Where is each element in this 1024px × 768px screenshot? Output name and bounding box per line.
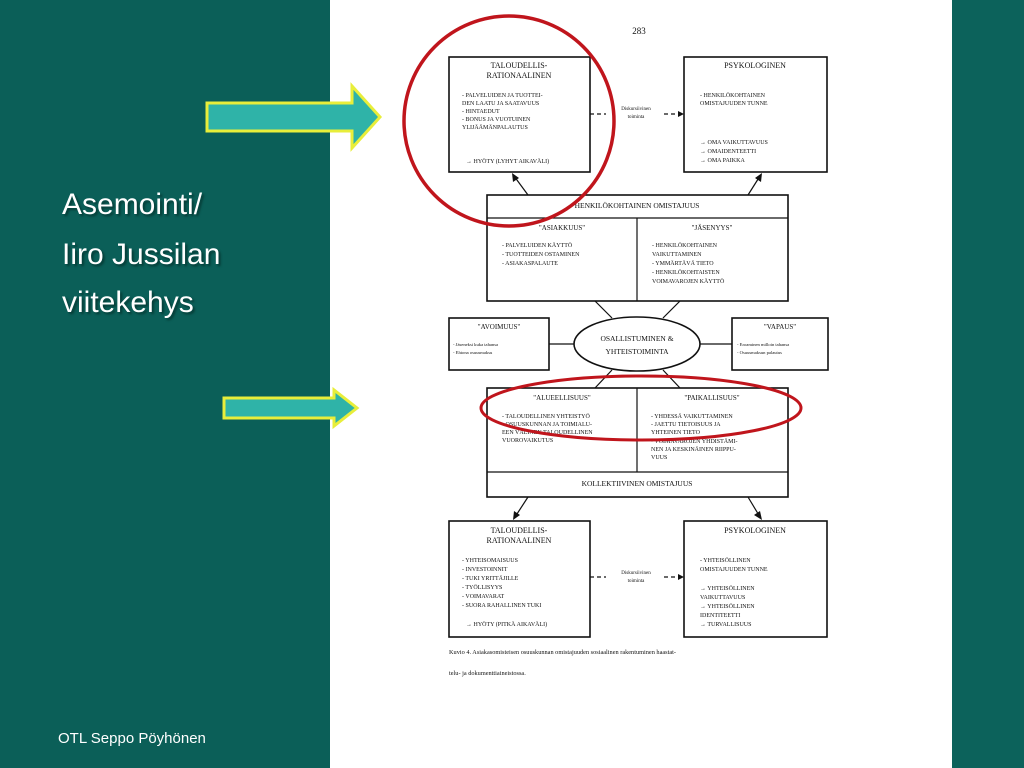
participation-line-1: OSALLISTUMINEN & (600, 334, 673, 343)
top-right-effect: → OMAIDENTEETTI (700, 149, 756, 155)
bottom-left-item: - VOIMAVARAT (462, 594, 505, 600)
membership-title: "JÄSENYYS" (692, 224, 733, 232)
bottom-left-economic-box: TALOUDELLIS- RATIONAALINEN - YHTEISOMAIS… (448, 520, 591, 638)
membership-item: - HENKILÖKOHTAISTEN (652, 269, 720, 276)
locality-item: - YHDESSÄ VAIKUTTAMINEN (651, 413, 733, 420)
membership-item: VAIKUTTAMINEN (652, 252, 702, 258)
bottom-left-title-2: RATIONAALINEN (487, 536, 552, 545)
pointer-arrow-top (205, 82, 383, 152)
bottom-discursive-link: Diskursiivinen toiminta (590, 571, 684, 584)
figure-caption-line-2: telu- ja dokumenttiaineistossa. (449, 670, 526, 677)
collective-ownership-title: KOLLEKTIIVINEN OMISTAJUUS (582, 479, 693, 488)
top-discursive-label-2: toiminta (628, 115, 645, 120)
openness-box: "AVOIMUUS" - Jäseneksi kuka tahansa - Eh… (448, 317, 550, 371)
top-left-item: - HINTAEDUT (462, 109, 500, 115)
slide-footer: OTL Seppo Pöyhönen (58, 730, 206, 747)
bottom-left-item: - TUKI YRITTÄJILLE (462, 575, 519, 582)
collective-ownership-box: "ALUEELLISUUS" - TALOUDELLINEN YHTEISTYÖ… (486, 387, 789, 498)
bottom-right-effect: VAIKUTTAVUUS (700, 595, 745, 601)
bottom-left-item: - YHTEISOMAISUUS (462, 558, 518, 564)
regionality-item: VUOROVAIKUTUS (502, 438, 553, 444)
bottom-right-effect: → YHTEISÖLLINEN (700, 585, 755, 592)
bottom-right-item: - YHTEISÖLLINEN (700, 557, 751, 564)
top-left-item: - PALVELUIDEN JA TUOTTEI- (462, 93, 543, 99)
locality-title: "PAIKALLISUUS" (684, 394, 739, 402)
top-left-item: YLIJÄÄMÄNPALAUTUS (462, 124, 528, 131)
bottom-left-item: - INVESTOINNIT (462, 567, 508, 573)
freedom-item: - Eroaminen milloin tahansa (737, 342, 789, 347)
top-right-item: OMISTAJUUDEN TUNNE (700, 101, 768, 107)
document-page (330, 0, 952, 768)
bottom-left-benefit: → HYÖTY (PITKÄ AIKAVÄLI) (466, 621, 547, 628)
regionality-item: EEN VÄLINEN TALOUDELLINEN (502, 429, 593, 436)
regionality-item: - OSUUSKUNNAN JA TOIMIALU- (502, 422, 592, 428)
locality-item: YHTEINEN TIETO (651, 430, 701, 436)
top-left-title-1: TALOUDELLIS- (491, 61, 548, 70)
membership-item: - YMMÄRTÄVÄ TIETO (652, 260, 714, 267)
customership-item: - ASIAKASPALAUTE (502, 261, 558, 267)
top-left-item: DEN LAATU JA SAATAVUUS (462, 101, 539, 107)
figure-caption-line-1: Kuvio 4. Asiakasomisteisen osuuskunnan o… (449, 649, 676, 656)
slide-title-line-1: Asemointi/ (62, 188, 203, 221)
top-left-economic-box: TALOUDELLIS- RATIONAALINEN - PALVELUIDEN… (448, 56, 591, 173)
bottom-discursive-label-2: toiminta (628, 579, 645, 584)
top-left-item: - BONUS JA VUOTUINEN (462, 117, 531, 123)
participation-ellipse: OSALLISTUMINEN & YHTEISTOIMINTA (573, 316, 701, 372)
openness-item: - Jäseneksi kuka tahansa (453, 342, 498, 347)
bottom-right-item: OMISTAJUUDEN TUNNE (700, 567, 768, 573)
bottom-right-effect: IDENTITEETTI (700, 613, 740, 619)
freedom-box: "VAPAUS" - Eroaminen milloin tahansa - O… (731, 317, 829, 371)
personal-ownership-box: HENKILÖKOHTAINEN OMISTAJUUS "ASIAKKUUS" … (486, 194, 789, 302)
bottom-right-psychological-box: PSYKOLOGINEN - YHTEISÖLLINEN OMISTAJUUDE… (683, 520, 828, 638)
page-number: 283 (632, 26, 646, 36)
locality-item: - VOIMAVAROJEN YHDISTÄMI- (651, 438, 737, 445)
locality-item: VUUS (651, 455, 667, 461)
highlight-circle-top (402, 14, 616, 228)
top-right-effect: → OMA PAIKKA (700, 158, 745, 164)
locality-item: NEN JA KESKINÄINEN RIIPPU- (651, 446, 736, 453)
regionality-item: - TALOUDELLINEN YHTEISTYÖ (502, 413, 591, 420)
regionality-title: "ALUEELLISUUS" (533, 394, 591, 402)
top-discursive-label-1: Diskursiivinen (621, 107, 651, 112)
locality-item: - JAETTU TIETOISUUS JA (651, 422, 721, 428)
bottom-right-effect: → TURVALLISUUS (700, 622, 751, 628)
freedom-title: "VAPAUS" (764, 323, 796, 331)
right-panel (952, 0, 1024, 768)
top-right-title: PSYKOLOGINEN (724, 61, 786, 70)
participation-line-2: YHTEISTOIMINTA (605, 347, 669, 356)
pointer-arrow-bottom (222, 386, 360, 430)
personal-ownership-title: HENKILÖKOHTAINEN OMISTAJUUS (575, 201, 700, 210)
customership-item: - PALVELUIDEN KÄYTTÖ (502, 242, 573, 249)
bottom-left-title-1: TALOUDELLIS- (491, 526, 548, 535)
openness-item: - Ehtona osuusmaksu (453, 350, 493, 355)
bottom-discursive-label-1: Diskursiivinen (621, 571, 651, 576)
openness-title: "AVOIMUUS" (478, 323, 521, 331)
top-right-item: - HENKILÖKOHTAINEN (700, 92, 766, 99)
slide-title-line-2: Iiro Jussilan (62, 238, 221, 271)
top-right-psychological-box: PSYKOLOGINEN - HENKILÖKOHTAINEN OMISTAJU… (683, 56, 828, 173)
top-left-title-2: RATIONAALINEN (487, 71, 552, 80)
top-discursive-link: Diskursiivinen toiminta (590, 107, 684, 120)
membership-item: VOIMAVAROJEN KÄYTTÖ (652, 278, 725, 285)
membership-item: - HENKILÖKOHTAINEN (652, 242, 718, 249)
bottom-right-title: PSYKOLOGINEN (724, 526, 786, 535)
freedom-item: - Osuusmaksun palautus (737, 350, 782, 355)
top-left-benefit: → HYÖTY (LYHYT AIKAVÄLI) (466, 158, 549, 165)
bottom-right-effect: → YHTEISÖLLINEN (700, 603, 755, 610)
slide-title-line-3: viitekehys (62, 286, 194, 319)
customership-title: "ASIAKKUUS" (539, 224, 585, 232)
bottom-left-item: - TYÖLLISYYS (462, 584, 502, 591)
highlight-ellipse-middle (479, 374, 803, 442)
bottom-left-item: - SUORA RAHALLINEN TUKI (462, 603, 541, 609)
top-right-effect: → OMA VAIKUTTAVUUS (700, 140, 768, 146)
customership-item: - TUOTTEIDEN OSTAMINEN (502, 252, 580, 258)
